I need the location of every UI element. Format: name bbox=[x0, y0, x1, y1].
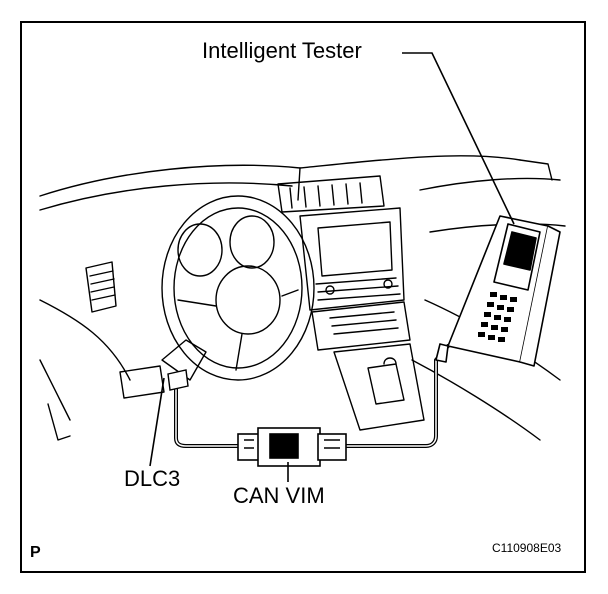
figure-frame bbox=[20, 21, 586, 573]
dashboard-outline bbox=[39, 155, 521, 197]
instrument-cluster bbox=[177, 215, 275, 277]
dlc3-leader-line bbox=[149, 377, 165, 467]
corner-mark: P bbox=[30, 544, 41, 561]
steering-wheel bbox=[161, 195, 315, 381]
intelligent-tester-label: Intelligent Tester bbox=[202, 38, 362, 63]
center-console bbox=[299, 207, 425, 431]
figure-code: C110908E03 bbox=[492, 541, 562, 555]
navigation-screen bbox=[317, 221, 393, 277]
tester-leader-line bbox=[402, 52, 515, 225]
left-air-vent bbox=[85, 261, 117, 313]
dlc3-cable bbox=[174, 378, 240, 448]
center-air-vent bbox=[277, 175, 385, 213]
dlc3-label: DLC3 bbox=[124, 466, 181, 491]
dlc3-connector bbox=[167, 369, 189, 391]
intelligent-tester-device bbox=[435, 215, 561, 367]
can-vim-module bbox=[237, 427, 347, 467]
tester-cable bbox=[344, 344, 450, 448]
can-vim-label: CAN VIM bbox=[233, 483, 325, 508]
